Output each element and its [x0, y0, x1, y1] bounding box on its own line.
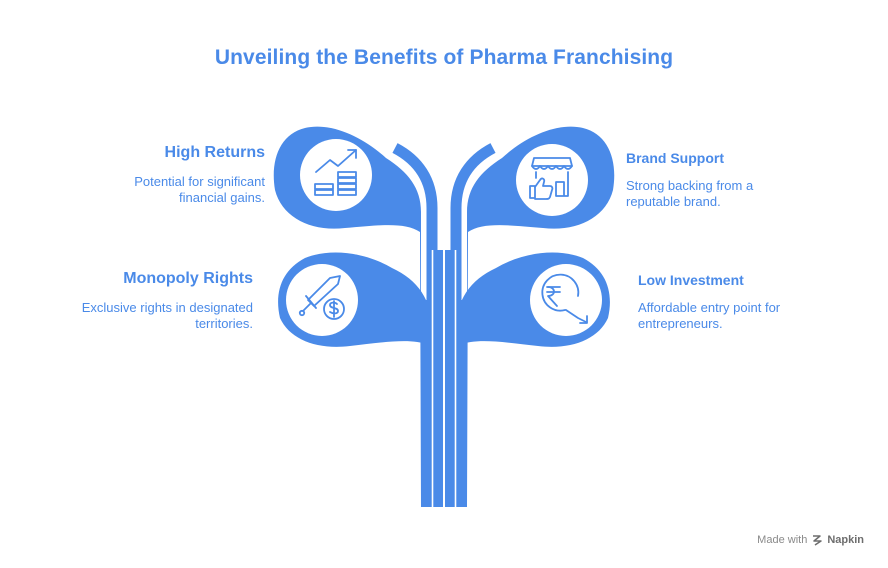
benefit-brand-support: Brand Support Strong backing from a repu…: [626, 150, 753, 210]
benefit-description: Affordable entry point for entrepreneurs…: [638, 300, 781, 331]
benefit-title: Monopoly Rights: [123, 270, 253, 287]
benefit-description: Potential for significant financial gain…: [134, 174, 265, 205]
leaf-monopoly-rights: [278, 252, 432, 507]
sword-dollar-icon: [298, 275, 345, 320]
leaf-low-investment: [456, 252, 610, 507]
napkin-logo-icon: [813, 535, 823, 546]
benefit-low-investment: Low Investment Affordable entry point fo…: [638, 272, 780, 332]
made-with-napkin-watermark: Made with Napkin: [757, 534, 864, 546]
benefit-title: High Returns: [164, 144, 265, 161]
watermark-prefix: Made with: [757, 534, 808, 546]
rupee-down-arrow-icon: [541, 273, 588, 324]
storefront-thumbs-up-icon: [529, 157, 573, 200]
watermark-brand: Napkin: [827, 534, 864, 546]
benefit-high-returns: High Returns Potential for significant f…: [134, 144, 265, 206]
rising-chart-coins-icon: [314, 149, 357, 196]
page-title: Unveiling the Benefits of Pharma Franchi…: [214, 46, 674, 69]
benefit-description: Exclusive rights in designated territori…: [81, 300, 253, 331]
leaf-high-returns: [273, 126, 438, 507]
tree-stem: [421, 230, 467, 507]
benefit-monopoly-rights: Monopoly Rights Exclusive rights in desi…: [82, 270, 253, 332]
benefit-title: Low Investment: [638, 272, 744, 288]
benefit-title: Brand Support: [626, 150, 724, 166]
benefit-description: Strong backing from a reputable brand.: [626, 178, 754, 209]
